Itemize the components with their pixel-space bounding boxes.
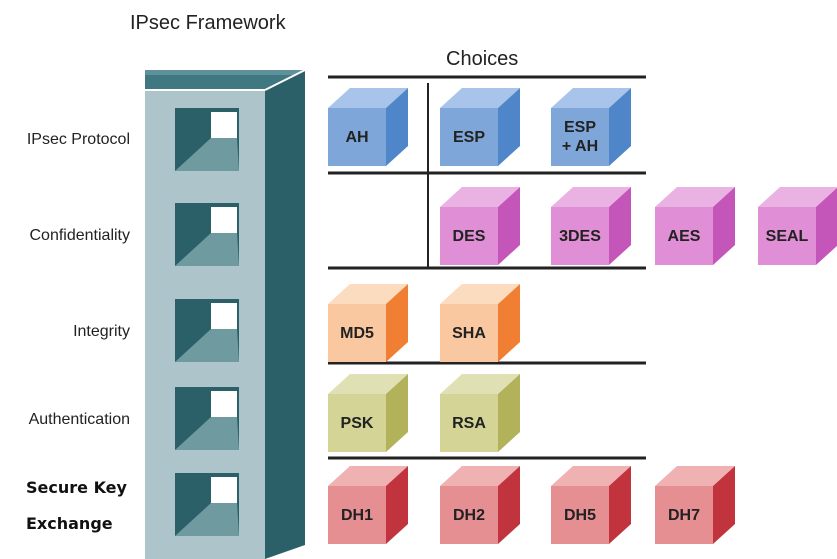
choice-cube bbox=[551, 187, 631, 265]
choice-cube bbox=[440, 374, 520, 452]
cube-front-face bbox=[440, 207, 498, 265]
cube-side-face bbox=[609, 88, 631, 166]
cube-front-face bbox=[440, 394, 498, 452]
cube-side-face bbox=[816, 187, 837, 265]
tower-window-floor bbox=[175, 503, 239, 536]
tower-top-highlight-diagonal bbox=[264, 69, 306, 91]
cube-label: PSK bbox=[340, 414, 374, 432]
cube-side-face bbox=[386, 88, 408, 166]
tower-window-opening bbox=[211, 477, 237, 503]
cube-side-face bbox=[386, 374, 408, 452]
row-label: Confidentiality bbox=[29, 227, 131, 244]
cube-front-face bbox=[655, 207, 713, 265]
cube-label: ESP + AH bbox=[561, 119, 599, 155]
choice-cube bbox=[440, 284, 520, 362]
cube-top-face bbox=[440, 284, 520, 304]
cube-front-face bbox=[440, 304, 498, 362]
cube-top-face bbox=[328, 284, 408, 304]
choice-cube bbox=[440, 88, 520, 166]
cube-side-face bbox=[609, 187, 631, 265]
choice-cube bbox=[655, 187, 735, 265]
cube-label: DES bbox=[452, 227, 486, 245]
cube-top-face bbox=[440, 466, 520, 486]
cube-top-face bbox=[328, 374, 408, 394]
cube-label: SEAL bbox=[765, 227, 809, 245]
cube-top-face bbox=[328, 466, 408, 486]
cube-top-face bbox=[328, 88, 408, 108]
framework-title: IPsec Framework bbox=[130, 12, 286, 34]
cube-label: DH2 bbox=[452, 506, 485, 524]
choice-cube bbox=[440, 466, 520, 544]
cube-front-face bbox=[551, 486, 609, 544]
choice-cube bbox=[328, 88, 408, 166]
cube-label: MD5 bbox=[340, 324, 374, 342]
cube-side-face bbox=[498, 466, 520, 544]
cube-front-face bbox=[440, 108, 498, 166]
cube-side-face bbox=[713, 466, 735, 544]
tower-side bbox=[265, 70, 305, 559]
cube-label: AH bbox=[345, 128, 369, 146]
cube-side-face bbox=[609, 466, 631, 544]
choice-cube bbox=[551, 88, 631, 166]
cube-side-face bbox=[713, 187, 735, 265]
tower-window-opening bbox=[211, 303, 237, 329]
cube-label: AES bbox=[667, 227, 701, 245]
cube-label: DH7 bbox=[667, 506, 700, 524]
tower-window-floor bbox=[175, 329, 239, 362]
tower-window-opening bbox=[211, 207, 237, 233]
cube-front-face bbox=[551, 207, 609, 265]
row-label: IPsec Protocol bbox=[26, 131, 130, 148]
cube-front-face bbox=[440, 486, 498, 544]
cube-label: RSA bbox=[452, 414, 486, 432]
cube-label: ESP bbox=[452, 128, 485, 146]
tower-window-opening bbox=[211, 391, 237, 417]
tower-window-floor bbox=[175, 233, 239, 266]
choice-dividers bbox=[328, 75, 646, 460]
choice-cube bbox=[328, 466, 408, 544]
cube-label: DH5 bbox=[563, 506, 596, 524]
choice-cube bbox=[328, 284, 408, 362]
cube-side-face bbox=[386, 284, 408, 362]
cube-top-face bbox=[655, 466, 735, 486]
cube-top-face bbox=[440, 88, 520, 108]
cube-front-face bbox=[328, 486, 386, 544]
cube-top-face bbox=[551, 466, 631, 486]
tower-top-edge bbox=[145, 70, 305, 75]
framework-tower bbox=[145, 69, 306, 559]
cube-side-face bbox=[498, 187, 520, 265]
cube-side-face bbox=[386, 466, 408, 544]
cube-side-face bbox=[498, 88, 520, 166]
cube-side-face bbox=[498, 284, 520, 362]
row-label: Authentication bbox=[28, 411, 130, 428]
choices-title: Choices bbox=[446, 48, 519, 70]
choice-cube bbox=[758, 187, 837, 265]
row-label: Integrity bbox=[73, 323, 130, 340]
cube-front-face bbox=[328, 304, 386, 362]
cube-top-face bbox=[440, 374, 520, 394]
cube-label: DH1 bbox=[340, 506, 373, 524]
cube-top-face bbox=[758, 187, 837, 207]
tower-window-floor bbox=[175, 138, 239, 171]
tower-window-opening bbox=[211, 112, 237, 138]
cube-front-face bbox=[551, 108, 609, 166]
choice-cubes bbox=[328, 88, 837, 544]
cube-label: SHA bbox=[452, 324, 486, 342]
choice-cube bbox=[551, 466, 631, 544]
choice-cube bbox=[655, 466, 735, 544]
cube-front-face bbox=[758, 207, 816, 265]
choice-cube bbox=[440, 187, 520, 265]
cube-label: 3DES bbox=[559, 227, 601, 245]
tower-window-floor bbox=[175, 417, 239, 450]
cube-front-face bbox=[328, 108, 386, 166]
cube-top-face bbox=[551, 187, 631, 207]
cube-side-face bbox=[498, 374, 520, 452]
cube-top-face bbox=[440, 187, 520, 207]
cube-front-face bbox=[328, 394, 386, 452]
cube-front-face bbox=[655, 486, 713, 544]
row-label: Secure Key Exchange bbox=[26, 478, 127, 533]
choice-cube bbox=[328, 374, 408, 452]
cube-top-face bbox=[551, 88, 631, 108]
cube-top-face bbox=[655, 187, 735, 207]
